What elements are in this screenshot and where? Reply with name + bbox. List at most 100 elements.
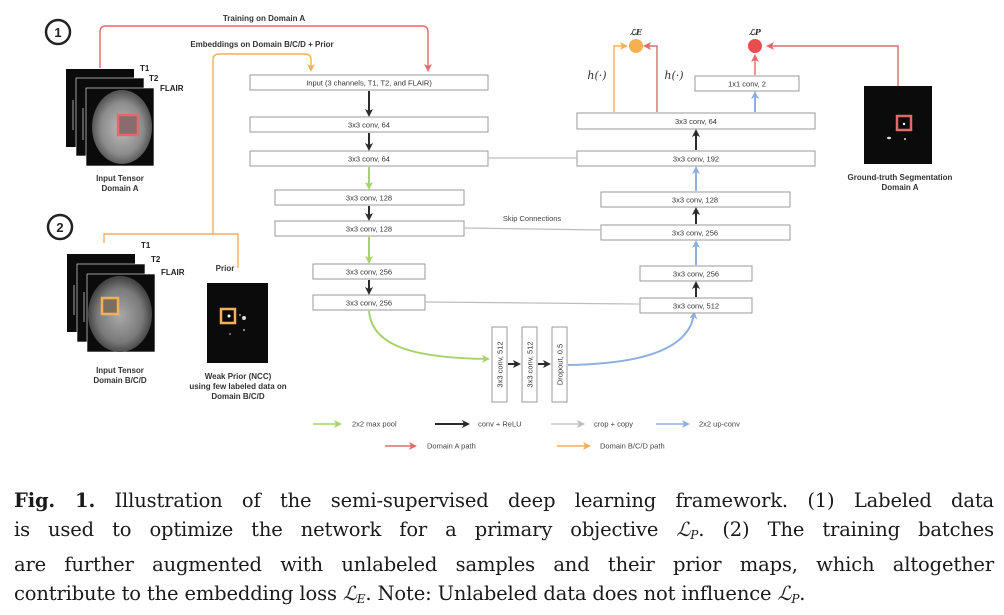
ground-truth-caption-1: Ground-truth Segmentation bbox=[848, 173, 953, 182]
domain-a-input-tensor bbox=[66, 69, 155, 167]
domain-bcd-channel-t2: T2 bbox=[151, 255, 161, 264]
decoder-block-2: 3x3 conv, 256 bbox=[600, 224, 791, 241]
bottleneck-block-1: 3x3 conv, 512 bbox=[521, 326, 538, 403]
svg-text:2x2 max pool: 2x2 max pool bbox=[352, 420, 397, 429]
svg-text:Dropout, 0.5: Dropout, 0.5 bbox=[556, 344, 565, 385]
domain-a-tensor-label-1: Input Tensor bbox=[96, 174, 144, 183]
primary-loss-symbol: ℒP bbox=[676, 518, 699, 542]
legend-item-up-conv: 2x2 up-conv bbox=[656, 420, 740, 429]
weak-prior-map bbox=[207, 283, 268, 363]
skip-connection-128 bbox=[463, 227, 602, 231]
prior-label: Prior bbox=[216, 264, 235, 273]
svg-text:3x3 conv, 64: 3x3 conv, 64 bbox=[675, 117, 717, 126]
svg-text:Domain B/C/D path: Domain B/C/D path bbox=[600, 442, 665, 451]
domain-bcd-embedding-path bbox=[212, 53, 315, 234]
domain-a-training-path bbox=[99, 25, 432, 72]
decoder-block-3: 3x3 conv, 128 bbox=[600, 191, 791, 208]
bottleneck-block-0: 3x3 conv, 512 bbox=[491, 326, 508, 403]
framework-figure: 1 2 Training on Domain A Embeddings on D… bbox=[44, 14, 953, 451]
svg-text:3x3 conv, 128: 3x3 conv, 128 bbox=[346, 225, 392, 234]
encoder-block-5: 3x3 conv, 256 bbox=[312, 263, 426, 280]
encoder-block-1: 3x3 conv, 64 bbox=[249, 116, 489, 133]
caption-line-1: Fig. 1. Illustration of the semi-supervi… bbox=[14, 489, 994, 512]
svg-text:3x3 conv, 256: 3x3 conv, 256 bbox=[346, 299, 392, 308]
embedding-h-orange bbox=[613, 42, 628, 112]
decoder-block-1: 3x3 conv, 256 bbox=[639, 265, 753, 282]
embedding-loss-node bbox=[629, 39, 643, 53]
figure-caption: Fig. 1. Illustration of the semi-supervi… bbox=[14, 486, 994, 614]
prior-caption-1: Weak Prior (NCC) bbox=[205, 372, 272, 381]
domain-bcd-input-tensor bbox=[67, 254, 156, 353]
svg-text:Domain A path: Domain A path bbox=[427, 442, 476, 451]
svg-text:3x3 conv, 64: 3x3 conv, 64 bbox=[348, 155, 390, 164]
svg-text:3x3 conv, 64: 3x3 conv, 64 bbox=[348, 121, 390, 130]
svg-text:3x3 conv, 512: 3x3 conv, 512 bbox=[496, 341, 505, 387]
bottleneck-block-2: Dropout, 0.5 bbox=[551, 326, 568, 403]
framework-diagram: 1 2 Training on Domain A Embeddings on D… bbox=[44, 14, 953, 451]
svg-text:crop + copy: crop + copy bbox=[594, 420, 633, 429]
caption-line-2: is used to optimize the network for a pr… bbox=[14, 518, 994, 542]
training-path-label: Training on Domain A bbox=[223, 14, 306, 23]
domain-bcd-channel-t1: T1 bbox=[141, 241, 151, 250]
step-marker-2: 2 bbox=[46, 213, 74, 241]
legend-item-conv-relu: conv + ReLU bbox=[435, 420, 522, 429]
legend-item-max-pool: 2x2 max pool bbox=[313, 420, 397, 429]
step-marker-1: 1 bbox=[44, 18, 72, 46]
encoder-block-0: Input (3 channels, T1, T2, and FLAIR) bbox=[249, 74, 489, 91]
svg-text:3x3 conv, 128: 3x3 conv, 128 bbox=[672, 196, 718, 205]
skip-connections-label: Skip Connections bbox=[503, 214, 562, 223]
svg-text:3x3 conv, 256: 3x3 conv, 256 bbox=[672, 229, 718, 238]
max-pool-arrow-bottleneck bbox=[368, 310, 490, 363]
domain-bcd-channel-flair: FLAIR bbox=[161, 268, 185, 277]
legend-item-crop-copy: crop + copy bbox=[551, 420, 633, 429]
skip-connection-256 bbox=[424, 301, 641, 305]
primary-loss-label: ℒP bbox=[749, 27, 762, 37]
domain-bcd-tensor-label-2: Domain B/C/D bbox=[93, 376, 147, 385]
domain-a-channel-flair: FLAIR bbox=[160, 84, 184, 93]
figure-number: Fig. 1. bbox=[14, 489, 96, 512]
svg-text:Input (3 channels, T1, T2, and: Input (3 channels, T1, T2, and FLAIR) bbox=[306, 79, 432, 88]
legend: 2x2 max pool conv + ReLU crop + copy 2x2… bbox=[313, 420, 740, 451]
svg-text:conv + ReLU: conv + ReLU bbox=[478, 420, 522, 429]
svg-text:3x3 conv, 512: 3x3 conv, 512 bbox=[673, 302, 719, 311]
svg-text:3x3 conv, 256: 3x3 conv, 256 bbox=[346, 268, 392, 277]
embedding-h-red bbox=[643, 42, 658, 112]
domain-a-tensor-label-2: Domain A bbox=[101, 184, 138, 193]
h-function-label-2: h(·) bbox=[664, 69, 683, 82]
domain-bcd-tensor-label-1: Input Tensor bbox=[96, 366, 144, 375]
output-conv-block: 1x1 conv, 2 bbox=[694, 75, 800, 92]
ground-truth-segmentation bbox=[864, 86, 932, 164]
encoder-block-2: 3x3 conv, 64 bbox=[249, 150, 489, 167]
domain-a-channel-t2: T2 bbox=[149, 74, 159, 83]
h-function-label-1: h(·) bbox=[587, 69, 606, 82]
primary-loss-symbol: ℒP bbox=[777, 582, 800, 606]
embedding-loss-label: ℒE bbox=[630, 27, 643, 37]
ground-truth-path bbox=[766, 42, 899, 86]
encoder-block-3: 3x3 conv, 128 bbox=[274, 189, 465, 206]
up-conv-arrow-bottleneck bbox=[567, 311, 698, 366]
embeddings-path-label: Embeddings on Domain B/C/D + Prior bbox=[190, 40, 333, 49]
legend-item-domain-a: Domain A path bbox=[385, 442, 476, 451]
svg-text:2x2 up-conv: 2x2 up-conv bbox=[699, 420, 740, 429]
svg-text:3x3 conv, 256: 3x3 conv, 256 bbox=[673, 270, 719, 279]
svg-text:1: 1 bbox=[54, 25, 61, 40]
decoder-block-5: 3x3 conv, 64 bbox=[576, 112, 816, 130]
primary-loss-node bbox=[748, 39, 762, 53]
svg-text:3x3 conv, 192: 3x3 conv, 192 bbox=[673, 155, 719, 164]
legend-item-domain-bcd: Domain B/C/D path bbox=[557, 442, 665, 451]
prior-caption-2: using few labeled data on bbox=[189, 382, 286, 391]
domain-a-channel-t1: T1 bbox=[140, 64, 150, 73]
encoder-block-4: 3x3 conv, 128 bbox=[274, 220, 465, 237]
prior-caption-3: Domain B/C/D bbox=[211, 392, 265, 401]
decoder-block-0: 3x3 conv, 512 bbox=[639, 297, 753, 314]
caption-line-3: are further augmented with unlabeled sam… bbox=[14, 553, 994, 576]
caption-line-4: contribute to the embedding loss ℒE. Not… bbox=[14, 582, 806, 606]
ground-truth-caption-2: Domain A bbox=[881, 183, 918, 192]
domain-bcd-branch bbox=[103, 233, 239, 268]
embedding-loss-symbol: ℒE bbox=[342, 582, 366, 606]
encoder-block-6: 3x3 conv, 256 bbox=[312, 294, 426, 311]
decoder-block-4: 3x3 conv, 192 bbox=[576, 150, 816, 167]
svg-text:2: 2 bbox=[56, 220, 63, 235]
svg-text:3x3 conv, 512: 3x3 conv, 512 bbox=[526, 341, 535, 387]
svg-text:3x3 conv, 128: 3x3 conv, 128 bbox=[346, 194, 392, 203]
